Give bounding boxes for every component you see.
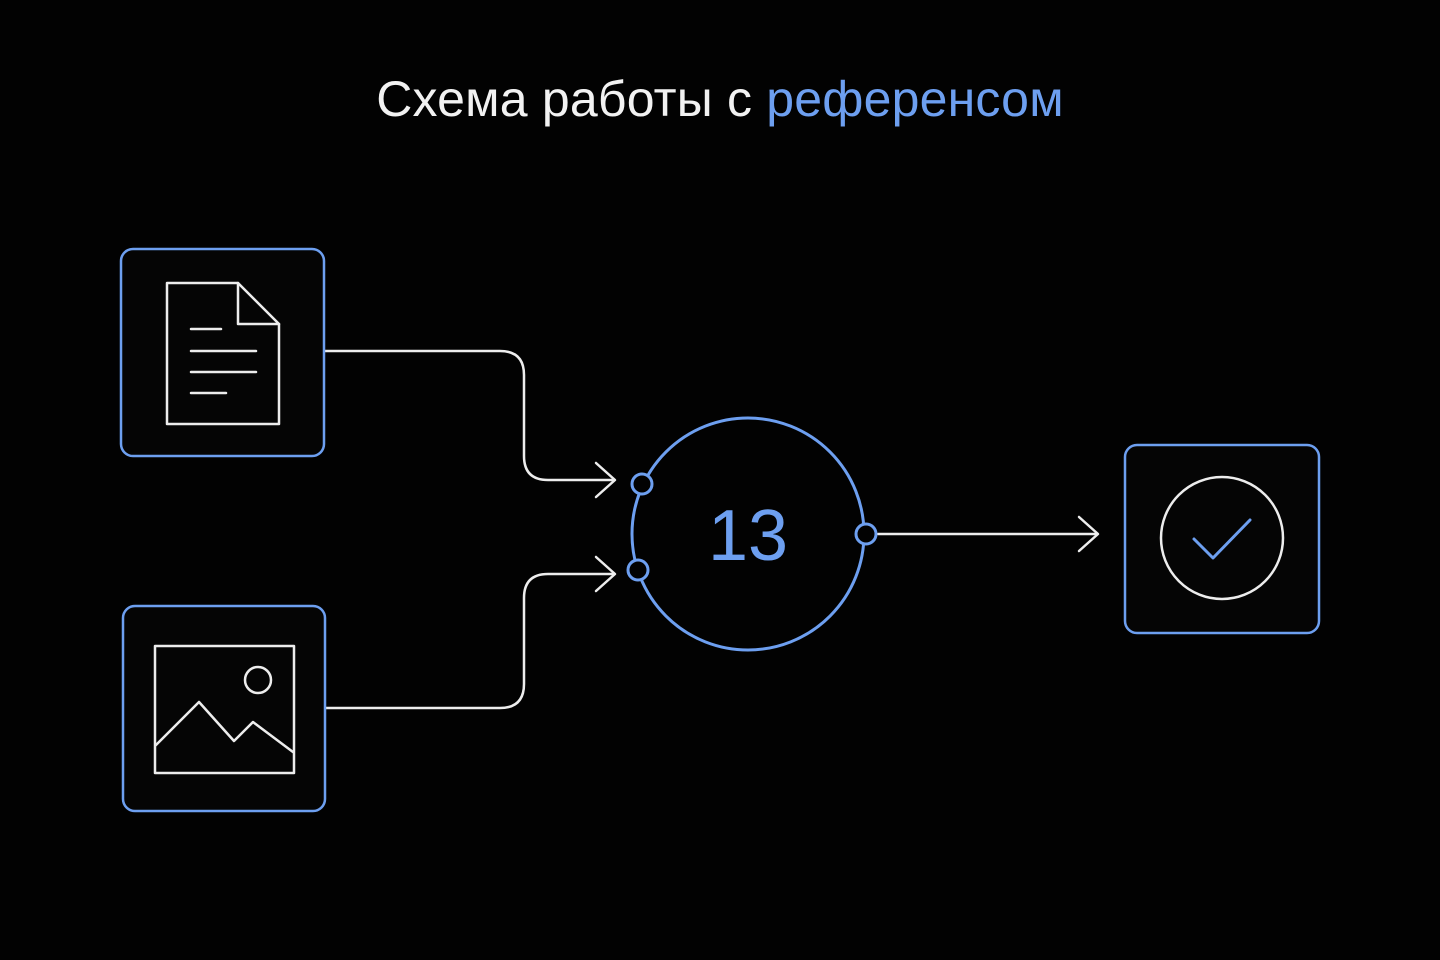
hub-input-port-bottom [626, 558, 650, 582]
hub-label: 13 [708, 496, 788, 576]
document-node-frame [119, 247, 326, 458]
page-title: Схема работы с референсом [0, 64, 1440, 134]
connector-image-to-hub [323, 572, 616, 710]
title-prefix: Схема работы с [376, 71, 767, 127]
document-node[interactable] [119, 247, 326, 458]
hub-output-port [854, 522, 878, 546]
hub-input-port-top [630, 472, 654, 496]
result-node[interactable] [1123, 443, 1321, 635]
connector-document-to-hub [323, 349, 616, 482]
arrowhead-image [594, 555, 617, 593]
document-icon [165, 281, 281, 426]
arrowhead-document [594, 461, 617, 499]
image-node[interactable] [121, 604, 327, 813]
arrowhead-result [1077, 515, 1100, 553]
checkmark-circle-icon [1159, 475, 1285, 601]
image-icon [153, 644, 296, 775]
result-node-frame [1123, 443, 1321, 635]
title-accent: референсом [766, 71, 1064, 127]
image-node-frame [121, 604, 327, 813]
hub-node[interactable]: 13 [626, 416, 878, 652]
